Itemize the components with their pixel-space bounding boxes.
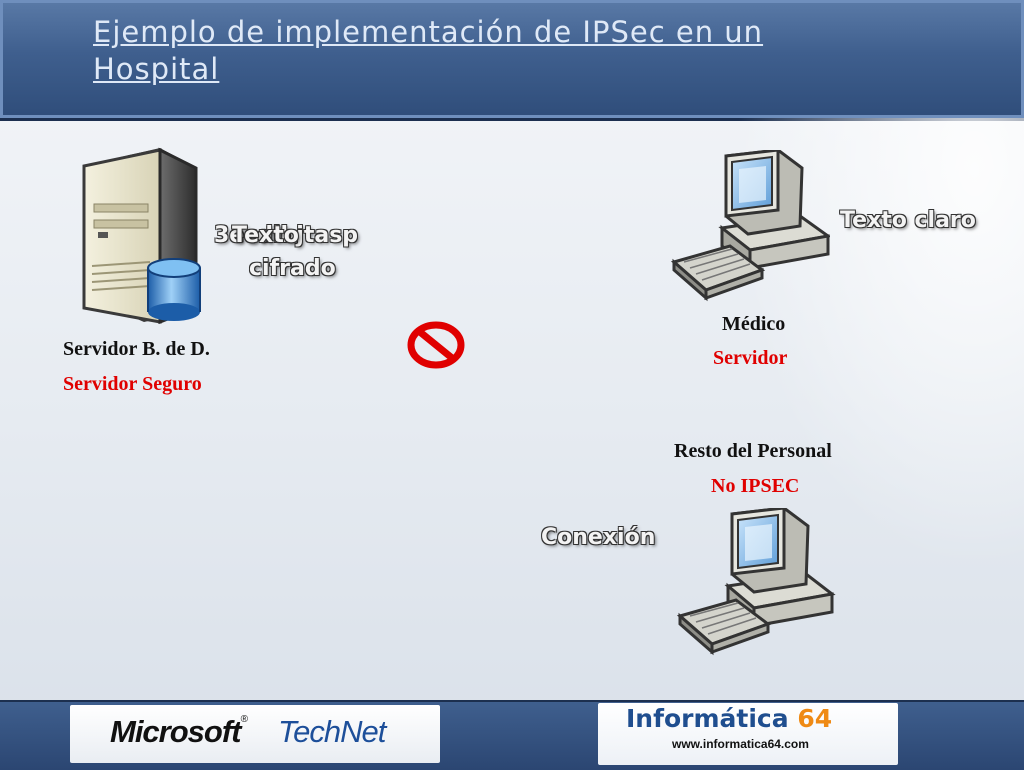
informatica-brand-number: 64 bbox=[797, 704, 833, 733]
informatica-url: www.informatica64.com bbox=[672, 737, 809, 751]
technet-logo-panel bbox=[70, 705, 440, 763]
slide-title: Ejemplo de implementación de IPSec en un… bbox=[93, 15, 764, 86]
informatica64-logo: Informática 64 bbox=[626, 704, 832, 733]
workstation-icon-doctor bbox=[670, 148, 832, 309]
microsoft-logo: Microsoft® bbox=[110, 714, 248, 749]
staff-name-label: Resto del Personal bbox=[674, 440, 832, 462]
workstation-icon-staff bbox=[676, 506, 836, 662]
staff-role-label: No IPSEC bbox=[711, 475, 800, 497]
informatica-brand-name: Informática bbox=[626, 704, 789, 733]
encrypted-text-overlay-label: Texto bbox=[232, 223, 299, 248]
encrypted-cifrado-label: cifrado bbox=[249, 256, 336, 281]
doctor-name-label: Médico bbox=[722, 313, 786, 335]
prohibited-icon bbox=[406, 320, 466, 374]
encrypted-text-label: 3ecdibjtasp bbox=[214, 223, 359, 248]
server-role-label: Servidor Seguro bbox=[63, 373, 202, 395]
server-database-icon bbox=[78, 146, 208, 328]
doctor-role-label: Servidor bbox=[713, 347, 788, 369]
plain-text-label: Texto claro bbox=[840, 208, 976, 233]
slide-header bbox=[0, 0, 1024, 121]
server-name-label: Servidor B. de D. bbox=[63, 338, 210, 360]
technet-logo: TechNet bbox=[278, 714, 386, 749]
connection-label: Conexión bbox=[541, 525, 656, 550]
informatica64-logo-panel bbox=[598, 703, 898, 765]
